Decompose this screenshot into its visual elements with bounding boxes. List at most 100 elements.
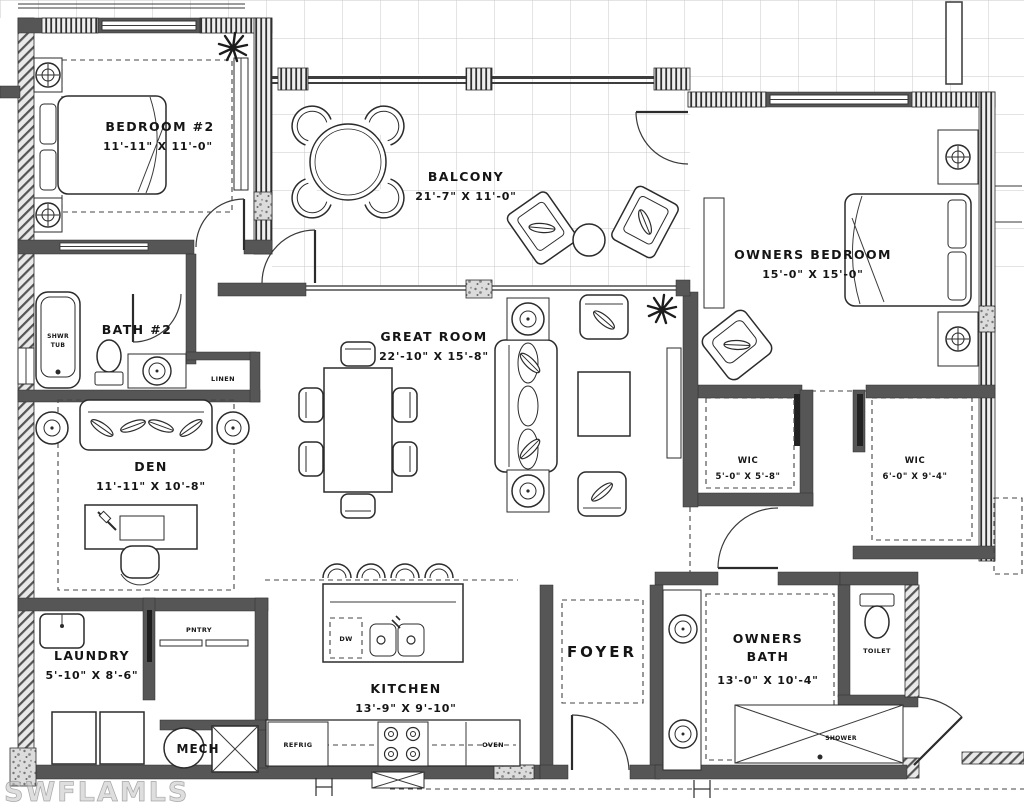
wic2-shelving bbox=[871, 397, 973, 541]
mech-room bbox=[163, 725, 259, 773]
balcony-table-set bbox=[283, 97, 413, 227]
bar-stool bbox=[322, 563, 352, 579]
wic1-dims: 5'-0" X 5'-8" bbox=[715, 472, 780, 482]
bath2-vanity bbox=[127, 353, 187, 389]
owners-bath-ceiling-line bbox=[705, 593, 835, 761]
lamp-table bbox=[35, 411, 69, 445]
owners-toilet bbox=[859, 593, 895, 639]
coffee-table bbox=[577, 371, 631, 437]
balcony-label: BALCONY bbox=[428, 169, 504, 184]
room-labels: BEDROOM #2 11'-11" X 11'-0" BALCONY 21'-… bbox=[46, 119, 947, 715]
armchair bbox=[579, 294, 629, 340]
bedroom2-bed bbox=[39, 95, 167, 195]
column bbox=[945, 1, 963, 85]
balcony-dims: 21'-7" X 11'-0" bbox=[415, 190, 516, 203]
pantry-label: PNTRY bbox=[186, 626, 212, 634]
lamp bbox=[511, 302, 545, 336]
shwr-tub-label-1: SHWR bbox=[47, 333, 69, 340]
section-marker bbox=[693, 780, 711, 798]
cooktop bbox=[377, 721, 429, 767]
kitchen-counter bbox=[265, 719, 521, 767]
side-entry-door bbox=[913, 696, 963, 766]
ceiling-fan-icon bbox=[35, 62, 61, 88]
pillow bbox=[947, 199, 967, 249]
bar-stool bbox=[424, 563, 454, 579]
lamp bbox=[511, 474, 545, 508]
balcony-lounge-chair bbox=[611, 185, 679, 259]
balcony-slider-doors bbox=[306, 285, 676, 291]
dryer bbox=[99, 711, 145, 765]
bedroom2-dims: 11'-11" X 11'-0" bbox=[103, 140, 213, 153]
owners-bath-label-2: BATH bbox=[747, 649, 790, 664]
balcony-side-table bbox=[572, 223, 606, 257]
pillow bbox=[947, 251, 967, 301]
refrigerator-label: REFRIG bbox=[283, 741, 312, 749]
den-desk-chair bbox=[120, 545, 160, 586]
watermark: SWFLAMLS bbox=[4, 777, 189, 808]
refrigerator bbox=[267, 721, 329, 767]
shower-stall bbox=[734, 704, 904, 764]
wic2-dims: 6'-0" X 9'-4" bbox=[882, 472, 947, 482]
kitchen-island bbox=[322, 563, 464, 663]
den-room bbox=[35, 399, 250, 591]
great-room-label: GREAT ROOM bbox=[380, 329, 487, 344]
bathtub bbox=[35, 291, 81, 389]
ceiling-fan-icon bbox=[945, 326, 971, 352]
laundry-sink bbox=[39, 613, 85, 649]
armchair bbox=[577, 471, 627, 517]
foyer-label: FOYER bbox=[567, 643, 637, 661]
den-desk bbox=[84, 504, 198, 550]
balcony-door-owners bbox=[635, 110, 689, 165]
bath2-room bbox=[35, 291, 187, 389]
owners-bath-vanity bbox=[662, 589, 702, 771]
plant-icon bbox=[646, 293, 678, 325]
plant-icon bbox=[217, 31, 249, 63]
owners-bedroom-room bbox=[701, 129, 979, 381]
lamp-table bbox=[216, 411, 250, 445]
wic1-shelving bbox=[705, 397, 795, 489]
bath2-door bbox=[131, 293, 182, 343]
dishwasher-label: DW bbox=[339, 635, 352, 643]
shwr-tub-label-2: TUB bbox=[51, 342, 66, 349]
ceiling-fan-icon bbox=[35, 202, 61, 228]
bedroom2-closet bbox=[233, 57, 249, 191]
toilet bbox=[94, 339, 124, 386]
owners-bath-label-1: OWNERS bbox=[733, 631, 803, 646]
balcony-door-left bbox=[261, 229, 317, 284]
great-room-dims: 22'-10" X 15'-8" bbox=[379, 350, 489, 363]
bath2-label: BATH #2 bbox=[102, 322, 173, 337]
laundry-label: LAUNDRY bbox=[54, 648, 130, 663]
water-heater bbox=[163, 727, 205, 769]
owners-bedroom-label: OWNERS BEDROOM bbox=[734, 247, 892, 262]
bedroom2-door bbox=[195, 198, 246, 250]
owners-bath-door bbox=[717, 507, 779, 570]
great-room bbox=[265, 293, 682, 581]
kitchen-window bbox=[371, 771, 425, 789]
bar-stool bbox=[356, 563, 386, 579]
foyer-entry-door bbox=[570, 714, 630, 771]
balcony-lounge-chair bbox=[506, 191, 578, 265]
owners-bath-dims: 13'-0" X 10'-4" bbox=[717, 674, 818, 687]
ceiling-fan-icon bbox=[945, 144, 971, 170]
den-sofa bbox=[79, 399, 213, 451]
laundry-room bbox=[39, 613, 145, 765]
doors bbox=[131, 110, 963, 771]
balcony-room bbox=[283, 97, 679, 265]
site-lines bbox=[315, 1, 1024, 798]
kitchen-label: KITCHEN bbox=[370, 681, 441, 696]
kitchen-room bbox=[265, 563, 521, 789]
bedroom2-room bbox=[33, 31, 249, 233]
owners-bedroom-chair bbox=[701, 309, 773, 381]
fixture-labels: SHWR TUB LINEN PNTRY MECH DW REFRIG OVEN… bbox=[47, 333, 891, 756]
shower-label: SHOWER bbox=[825, 735, 857, 742]
pillow bbox=[39, 103, 57, 145]
dining-table-set bbox=[298, 341, 418, 519]
owners-bath-room bbox=[662, 589, 904, 771]
owners-bed bbox=[844, 193, 972, 307]
bedroom2-label: BEDROOM #2 bbox=[105, 119, 214, 134]
pantry bbox=[159, 639, 249, 647]
wic1-label: WIC bbox=[738, 456, 759, 466]
den-ceiling-line bbox=[57, 399, 235, 591]
